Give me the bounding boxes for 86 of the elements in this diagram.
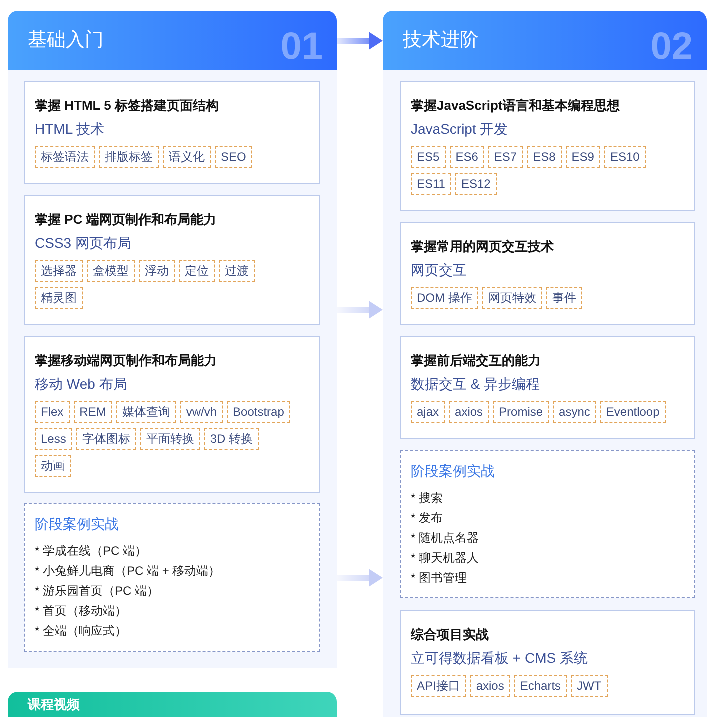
topic-tag: ES11 (411, 173, 452, 195)
card-subtitle: HTML 技术 (35, 120, 104, 139)
topic-tag: 语义化 (163, 146, 211, 168)
topic-tag: Flex (35, 401, 70, 423)
topic-tag: 选择器 (35, 260, 83, 282)
topic-tag: 网页特效 (482, 287, 542, 309)
topic-tag: 过渡 (219, 260, 255, 282)
case-heading: 阶段案例实战 (411, 462, 495, 481)
course-card (24, 336, 320, 493)
card-subtitle: 立可得数据看板 + CMS 系统 (411, 649, 588, 668)
topic-tag: 字体图标 (76, 428, 136, 450)
card-subtitle: 移动 Web 布局 (35, 375, 128, 394)
topic-tag: 盒模型 (87, 260, 135, 282)
case-item: * 游乐园首页（PC 端） (35, 583, 160, 600)
case-panel (400, 450, 695, 598)
arrow (337, 32, 383, 50)
case-item: * 学成在线（PC 端） (35, 543, 148, 560)
case-item: * 随机点名器 (411, 530, 480, 547)
topic-tag: 3D 转换 (204, 428, 260, 450)
topic-tag: JWT (571, 675, 608, 697)
card-subtitle: CSS3 网页布局 (35, 234, 132, 253)
case-panel (24, 503, 320, 652)
topic-tag: ES5 (411, 146, 446, 168)
column-panel (8, 11, 337, 668)
topic-tag: ES8 (527, 146, 562, 168)
course-card (400, 336, 695, 439)
topic-tag: vw/vh (180, 401, 224, 423)
topic-tag: 排版标签 (99, 146, 159, 168)
card-title: 掌握 HTML 5 标签搭建页面结构 (35, 97, 219, 115)
card-title: 掌握JavaScript语言和基本编程思想 (411, 97, 620, 115)
case-item: * 发布 (411, 510, 444, 527)
topic-tag: Echarts (514, 675, 568, 697)
topic-tag: 动画 (35, 455, 71, 477)
topic-tag: Promise (493, 401, 550, 423)
card-subtitle: 网页交互 (411, 261, 467, 280)
topic-tag: 媒体查询 (116, 401, 176, 423)
topic-tag: API接口 (411, 675, 466, 697)
case-item: * 搜索 (411, 490, 444, 507)
course-card (400, 81, 695, 211)
topic-tag: 平面转换 (140, 428, 200, 450)
topic-tag: 定位 (179, 260, 215, 282)
card-title: 掌握移动端网页制作和布局能力 (35, 352, 217, 370)
topic-tag: ES12 (455, 173, 497, 195)
course-card (24, 195, 320, 325)
topic-tag: ES7 (488, 146, 524, 168)
topic-tag: 精灵图 (35, 287, 83, 309)
arrow (337, 301, 383, 319)
section-title: 课程视频 (28, 696, 80, 714)
case-item: * 小兔鲜儿电商（PC 端 + 移动端） (35, 563, 221, 580)
case-item: * 首页（移动端） (35, 603, 128, 620)
topic-tag: 事件 (546, 287, 582, 309)
topic-tag: ES6 (450, 146, 484, 168)
course-card (400, 222, 695, 325)
topic-tag: ajax (411, 401, 446, 423)
topic-tag: Bootstrap (227, 401, 290, 423)
case-heading: 阶段案例实战 (35, 515, 119, 534)
card-title: 掌握常用的网页交互技术 (411, 238, 554, 256)
section-number: 01 (280, 27, 323, 67)
section-number: 02 (650, 27, 693, 67)
course-card (24, 81, 320, 184)
case-item: * 聊天机器人 (411, 550, 480, 567)
topic-tag: Less (35, 428, 72, 450)
topic-tag: ES9 (566, 146, 600, 168)
topic-tag: async (553, 401, 596, 423)
card-subtitle: JavaScript 开发 (411, 120, 508, 139)
case-item: * 图书管理 (411, 570, 468, 587)
case-item: * 全端（响应式） (35, 623, 128, 640)
topic-tag: DOM 操作 (411, 287, 478, 309)
course-card (400, 610, 695, 715)
card-title: 掌握 PC 端网页制作和布局能力 (35, 211, 216, 229)
topic-tag: SEO (215, 146, 252, 168)
header-band (8, 692, 337, 717)
card-subtitle: 数据交互 & 异步编程 (411, 375, 540, 394)
topic-tag: axios (449, 401, 490, 423)
arrow (337, 569, 383, 587)
card-title: 掌握前后端交互的能力 (411, 352, 541, 370)
section-title: 基础入门 (28, 29, 104, 53)
topic-tag: axios (470, 675, 510, 697)
topic-tag: 浮动 (139, 260, 175, 282)
column-panel (383, 11, 707, 717)
card-title: 综合项目实战 (411, 626, 489, 644)
topic-tag: Eventloop (600, 401, 666, 423)
section-title: 技术进阶 (403, 29, 479, 53)
topic-tag: 标签语法 (35, 146, 95, 168)
topic-tag: ES10 (604, 146, 646, 168)
topic-tag: REM (74, 401, 112, 423)
